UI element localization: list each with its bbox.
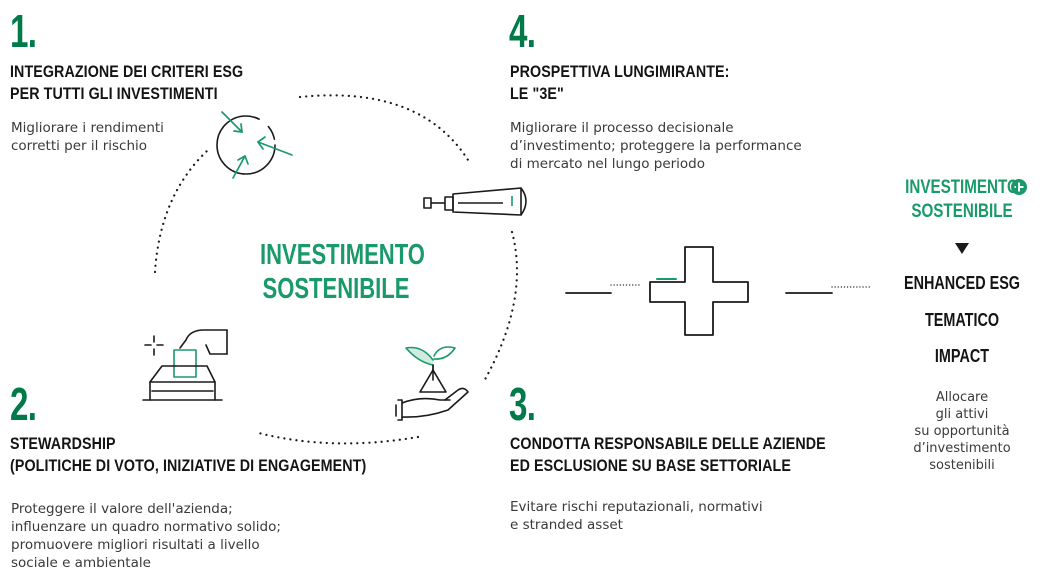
right-body: Allocare gli attivi su opportunità d’inv… [913,390,1011,473]
section-2-number: 2. [10,378,37,430]
plus-shape [649,246,749,336]
section-3-number: 3. [509,378,536,430]
right-item-enhanced-esg: ENHANCED ESG [903,273,1021,293]
right-item-tematico: TEMATICO [924,310,1000,330]
telescope-icon [423,187,527,216]
section-3-heading: CONDOTTA RESPONSABILE DELLE AZIENDE ED E… [510,434,826,475]
cycle-arcs [153,94,519,445]
arrows-inward-circle-icon [216,111,293,179]
section-4-number: 4. [509,5,536,57]
section-1-number: 1. [10,5,37,57]
section-1-heading: INTEGRAZIONE DEI CRITERI ESG PER TUTTI G… [10,62,244,103]
section-4-heading: PROSPETTIVA LUNGIMIRANTE: LE "3E" [510,62,730,103]
center-title: INVESTIMENTO SOSTENIBILE [260,239,425,305]
right-title: INVESTIMENTO SOSTENIBILE [905,177,1019,222]
ballot-box-icon [142,329,228,401]
section-1-body: Migliorare i rendimenti corretti per il … [11,120,164,154]
section-2-body: Proteggere il valore dell'azienda; influ… [11,501,281,571]
cycle-arc-left [153,148,210,274]
section-4-body: Migliorare il processo decisionale d’inv… [510,120,802,172]
plus-formula-graphic [565,246,871,336]
right-item-impact: IMPACT [934,346,990,366]
cycle-arc-right [481,230,519,385]
cycle-arc-top [298,94,470,162]
cycle-arc-bottom [253,430,420,445]
section-2-heading: STEWARDSHIP (POLITICHE DI VOTO, INIZIATI… [10,434,367,475]
section-3-body: Evitare rischi reputazionali, normativi … [510,499,763,533]
hand-with-sprout-icon [395,346,469,421]
plus-circle-icon [1011,179,1027,195]
triangle-down-icon [955,243,969,254]
